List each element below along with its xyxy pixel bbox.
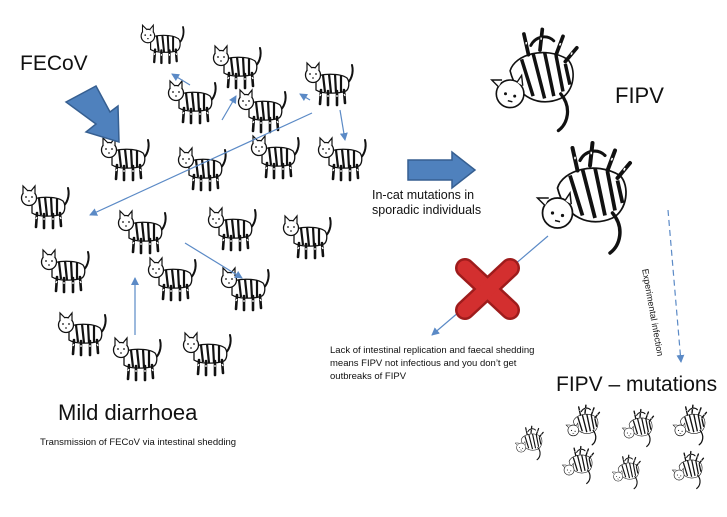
fipv-label: FIPV: [615, 83, 664, 108]
walking-tabby-cat-icon: [117, 209, 167, 255]
rolling-tabby-cat-icon: [561, 445, 595, 485]
walking-tabby-cat-icon: [139, 24, 185, 65]
experimental-infection-arrow: [667, 209, 685, 363]
walking-tabby-cat-icon: [167, 79, 217, 125]
rolling-tabby-cat-icon: [514, 425, 544, 461]
walking-tabby-cat-icon: [147, 256, 197, 302]
in-cat-mutations-label: In-cat mutations in sporadic individuals: [372, 188, 482, 217]
transmission-arrow: [221, 95, 237, 121]
fecov-block-arrow: [64, 84, 120, 144]
walking-tabby-cat-icon: [317, 136, 367, 182]
walking-tabby-cat-icon: [304, 61, 354, 107]
walking-tabby-cat-icon: [100, 136, 150, 182]
rolling-tabby-cat-icon: [489, 27, 579, 133]
fipv-mutations-label: FIPV – mutations: [556, 373, 718, 396]
walking-tabby-cat-icon: [177, 146, 227, 192]
rolling-tabby-cat-icon: [565, 404, 601, 446]
walking-tabby-cat-icon: [182, 331, 232, 377]
mild-diarrhoea-label: Mild diarrhoea: [58, 400, 198, 425]
walking-tabby-cat-icon: [220, 266, 270, 312]
walking-tabby-cat-icon: [40, 248, 90, 294]
walking-tabby-cat-icon: [57, 311, 107, 357]
walking-tabby-cat-icon: [112, 336, 162, 382]
lack-of-replication-caption: Lack of intestinal replication and faeca…: [330, 345, 535, 382]
rolling-tabby-cat-icon: [671, 450, 705, 490]
walking-tabby-cat-icon: [20, 184, 70, 230]
walking-tabby-cat-icon: [250, 134, 300, 180]
transmission-arrow: [339, 109, 348, 141]
mutation-block-arrow: [407, 150, 477, 190]
transmission-arrow: [171, 73, 191, 86]
walking-tabby-cat-icon: [282, 214, 332, 260]
walking-tabby-cat-icon: [212, 44, 262, 90]
transmission-arrows: [89, 73, 348, 335]
walking-tabby-cat-icon: [237, 88, 287, 134]
rolling-tabby-cat-icon: [535, 141, 632, 255]
fecov-label: FECoV: [20, 52, 88, 75]
walking-tabby-cat-icon: [207, 206, 257, 252]
rolling-tabby-cat-icon: [621, 408, 655, 448]
transmission-arrow: [184, 242, 243, 279]
rolling-tabby-cat-icon: [611, 454, 641, 490]
rolling-tabby-cat-icon: [672, 404, 708, 446]
fecov-cat-population: [20, 24, 367, 382]
red-x-icon: [455, 258, 520, 320]
fipv-mutant-cat-group: [514, 404, 708, 490]
transmission-arrow: [299, 93, 311, 102]
transmission-caption: Transmission of FECoV via intestinal she…: [40, 437, 237, 448]
transmission-arrow: [89, 112, 313, 216]
